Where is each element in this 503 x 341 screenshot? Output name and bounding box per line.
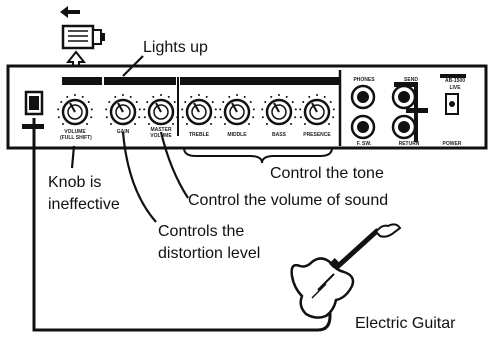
middle-knob (219, 94, 255, 126)
knob-row (57, 94, 335, 126)
presence-knob (299, 94, 335, 126)
treble-knob (181, 94, 217, 126)
guitar-cable (32, 118, 332, 332)
lights-up-label: Lights up (143, 39, 208, 56)
jack-label-power: POWER (442, 141, 462, 147)
leader-lines (70, 55, 189, 223)
gain-knob (105, 94, 141, 126)
knob-label-master-volume: VOLUME (150, 133, 172, 139)
model-sub: LIVE (449, 85, 461, 91)
tone-bracket (183, 147, 333, 164)
jack-label-return: RETURN (398, 141, 420, 147)
jack-label-send: SEND (404, 77, 418, 83)
volume-knob (57, 94, 93, 126)
knob-label-master: MASTER (150, 127, 172, 133)
knob-label-presence: PRESENCE (303, 132, 331, 138)
guitar-icon (290, 223, 402, 319)
electric-guitar-label: Electric Guitar (355, 315, 456, 332)
jack-label-fsw: F. SW. (356, 141, 372, 147)
master-volume-knob (143, 94, 179, 126)
controls-distortion-label-line2: distortion level (158, 245, 261, 262)
jack-panel (350, 74, 466, 142)
bass-knob (261, 94, 297, 126)
knob-label-volume: VOLUME (64, 129, 86, 135)
jack-label-phones: PHONES (353, 77, 375, 83)
knob-ineffective-label-line1: Knob is (48, 174, 102, 191)
knob-label-gain: GAIN (116, 129, 130, 135)
control-tone-label: Control the tone (270, 165, 384, 182)
model-number: AB-1500 (444, 78, 465, 84)
controls-distortion-label-line1: Controls the (158, 223, 245, 240)
arrow-left-icon (60, 6, 80, 18)
footswitch-icon (61, 24, 105, 50)
knob-label-treble: TREBLE (189, 132, 209, 138)
knob-label-full-shift: (FULL SHIFT) (60, 135, 92, 141)
knob-label-middle: MIDDLE (227, 132, 247, 138)
knob-ineffective-label-line2: ineffective (48, 196, 120, 213)
control-volume-label: Control the volume of sound (188, 192, 389, 209)
knob-label-bass: BASS (272, 132, 286, 138)
